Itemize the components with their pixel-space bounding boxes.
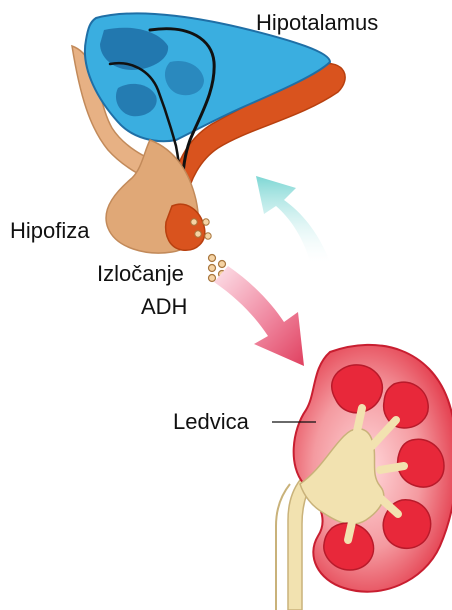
label-kidney: Ledvica <box>173 411 249 433</box>
adh-granule <box>195 231 201 237</box>
adh-granule <box>209 255 216 262</box>
posterior-pituitary <box>166 204 205 250</box>
adh-granule <box>209 275 216 282</box>
adh-granule <box>203 219 209 225</box>
label-secretion: Izločanje <box>97 263 184 285</box>
feedback-arrow <box>256 176 330 262</box>
adh-granule <box>205 233 211 239</box>
label-hypothalamus: Hipotalamus <box>256 12 378 34</box>
adh-granule <box>209 265 216 272</box>
hypothalamus-pituitary <box>72 13 345 253</box>
adh-arrow <box>214 266 304 366</box>
label-adh: ADH <box>141 296 187 318</box>
adh-granule <box>191 219 197 225</box>
label-pituitary: Hipofiza <box>10 220 89 242</box>
calyx <box>348 522 352 540</box>
adh-granule <box>219 261 226 268</box>
calyx <box>380 466 404 470</box>
kidney <box>276 345 452 610</box>
renal-pyramid <box>332 365 383 413</box>
